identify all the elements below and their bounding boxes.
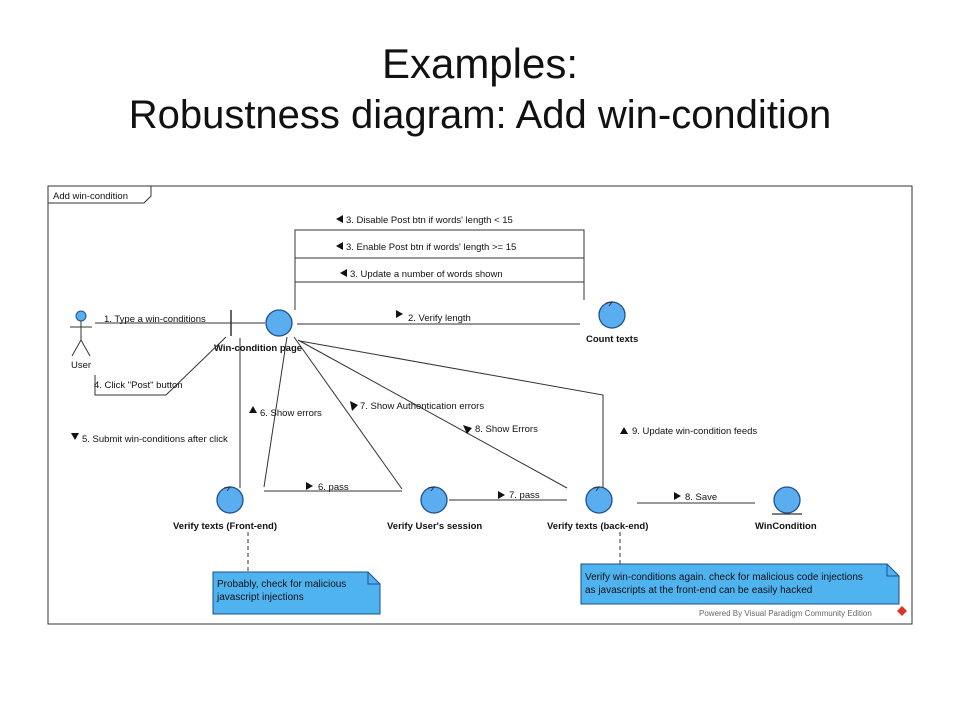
title-line-1: Examples:: [381, 40, 579, 87]
connectors: [94, 229, 755, 572]
title-line-2: Robustness diagram: Add win-condition: [128, 93, 832, 137]
back-note-line-1: Verify win-conditions again. check for m…: [585, 572, 863, 583]
verify-front-label: Verify texts (Front-end): [173, 521, 277, 532]
msg-3b: 3. Enable Post btn if words' length >= 1…: [346, 242, 516, 253]
powered-by-footer: Powered By Visual Paradigm Community Edi…: [699, 609, 872, 618]
msg-7a: 7. Show Authentication errors: [360, 401, 484, 412]
msg-7b: 7. pass: [509, 490, 540, 501]
msg-2: 2. Verify length: [408, 313, 471, 324]
front-note-line-1: Probably, check for malicious: [217, 579, 346, 590]
front-end-note: Probably, check for malicious javascript…: [212, 571, 381, 615]
wincondition-entity-icon[interactable]: [772, 486, 802, 515]
visual-paradigm-logo-icon: [897, 606, 907, 616]
msg-6a: 6. Show errors: [260, 408, 322, 419]
msg-3c: 3. Update a number of words shown: [350, 269, 503, 280]
msg-3a: 3. Disable Post btn if words' length < 1…: [346, 215, 513, 226]
frame-label: Add win-condition: [53, 191, 128, 202]
msg-8a: 8. Show Errors: [475, 424, 538, 435]
message-arrows: [71, 215, 681, 500]
user-actor-icon[interactable]: [70, 310, 92, 357]
msg-8b: 8. Save: [685, 492, 717, 503]
verify-session-control-icon[interactable]: [420, 486, 448, 514]
front-note-line-2: javascript injections: [216, 592, 304, 603]
diagram-frame: [47, 185, 913, 625]
boundary-label: Win-condition page: [214, 343, 302, 354]
back-note-line-2: as javascripts at the front-end can be e…: [585, 585, 812, 596]
msg-5: 5. Submit win-conditions after click: [82, 434, 228, 445]
verify-session-label: Verify User's session: [387, 521, 482, 532]
verify-back-control-icon[interactable]: [585, 486, 613, 514]
back-end-note: Verify win-conditions again. check for m…: [580, 563, 900, 605]
verify-back-label: Verify texts (back-end): [547, 521, 648, 532]
msg-4: 4. Click "Post" button: [94, 380, 183, 391]
msg-1: 1. Type a win-conditions: [104, 314, 206, 325]
entity-label: WinCondition: [755, 521, 817, 532]
slide-title: Examples: Robustness diagram: Add win-co…: [0, 38, 960, 140]
msg-6b: 6. pass: [318, 482, 349, 493]
count-texts-control-icon[interactable]: [598, 301, 626, 329]
count-texts-label: Count texts: [586, 334, 638, 345]
frame-tab: [48, 186, 152, 204]
verify-front-control-icon[interactable]: [216, 486, 244, 514]
actor-label: User: [71, 360, 91, 371]
msg-9: 9. Update win-condition feeds: [632, 426, 757, 437]
